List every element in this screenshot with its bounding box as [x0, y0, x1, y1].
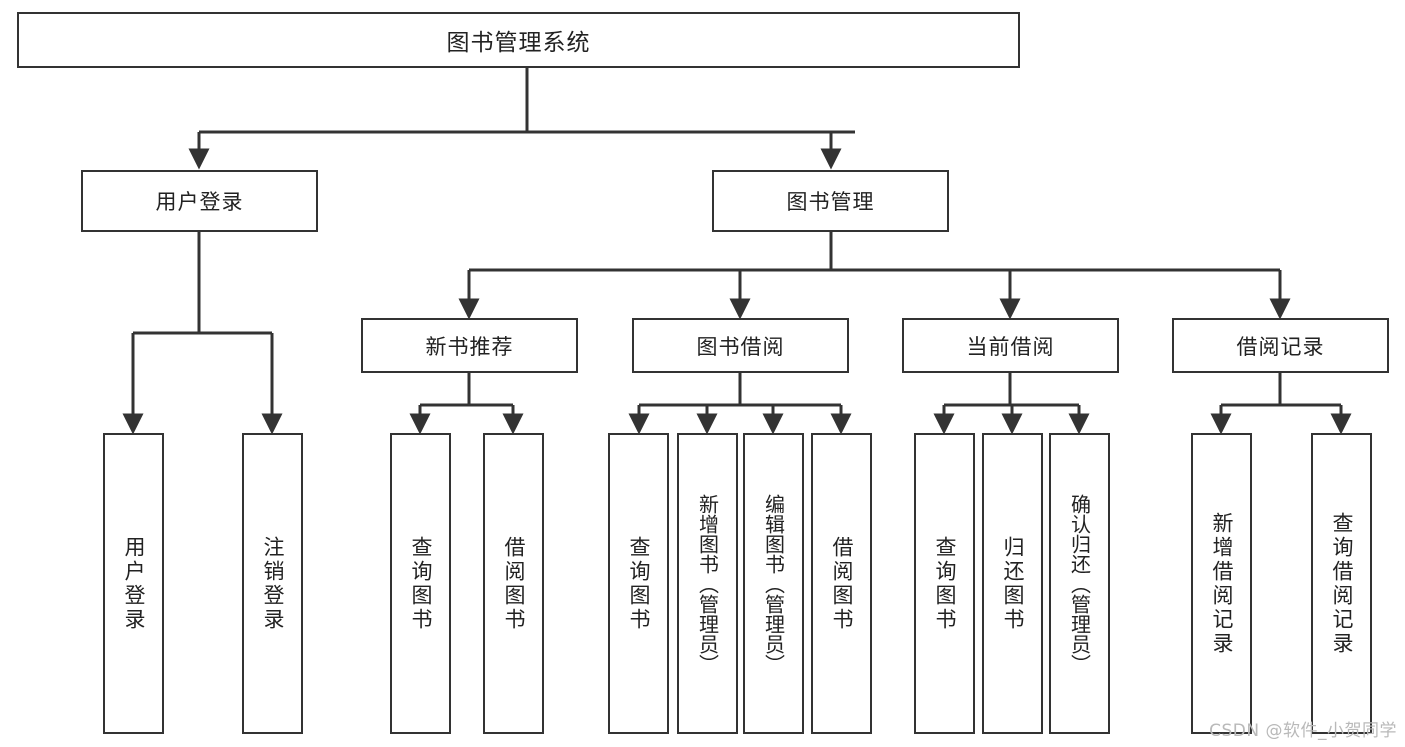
node-leaf-user-login-label: 用户登录 [122, 535, 146, 632]
node-user-login-label: 用户登录 [155, 190, 244, 214]
node-leaf-return-book[interactable]: 归还图书 [982, 433, 1043, 734]
node-root-label: 图书管理系统 [446, 30, 591, 56]
node-leaf-query-book-1[interactable]: 查询图书 [390, 433, 451, 734]
node-leaf-borrow-book-1-label: 借阅图书 [502, 535, 526, 632]
node-book-borrow[interactable]: 图书借阅 [632, 318, 849, 373]
node-leaf-query-borrow-record[interactable]: 查询借阅记录 [1311, 433, 1372, 734]
node-leaf-query-book-1-label: 查询图书 [409, 535, 433, 632]
node-leaf-query-borrow-record-label: 查询借阅记录 [1330, 511, 1354, 656]
node-leaf-edit-book-admin-label: 编辑图书（管理员） [761, 493, 786, 674]
node-book-borrow-label: 图书借阅 [696, 334, 785, 359]
node-leaf-query-book-3[interactable]: 查询图书 [914, 433, 975, 734]
node-book-manage[interactable]: 图书管理 [712, 170, 949, 232]
node-leaf-edit-book-admin[interactable]: 编辑图书（管理员） [743, 433, 804, 734]
node-leaf-borrow-book-2[interactable]: 借阅图书 [811, 433, 872, 734]
node-leaf-query-book-2-label: 查询图书 [627, 535, 651, 632]
node-leaf-borrow-book-1[interactable]: 借阅图书 [483, 433, 544, 734]
node-leaf-confirm-return-admin[interactable]: 确认归还（管理员） [1049, 433, 1110, 734]
node-leaf-add-borrow-record-label: 新增借阅记录 [1210, 511, 1234, 656]
node-borrow-record[interactable]: 借阅记录 [1172, 318, 1389, 373]
node-root[interactable]: 图书管理系统 [17, 12, 1020, 68]
node-leaf-logout-login[interactable]: 注销登录 [242, 433, 303, 734]
node-user-login[interactable]: 用户登录 [81, 170, 318, 232]
node-leaf-query-book-3-label: 查询图书 [933, 535, 957, 632]
node-leaf-logout-login-label: 注销登录 [261, 535, 285, 632]
node-borrow-record-label: 借阅记录 [1236, 334, 1325, 359]
node-new-book-recommend[interactable]: 新书推荐 [361, 318, 578, 373]
node-leaf-borrow-book-2-label: 借阅图书 [830, 535, 854, 632]
node-leaf-user-login[interactable]: 用户登录 [103, 433, 164, 734]
node-leaf-add-book-admin-label: 新增图书（管理员） [695, 493, 720, 674]
node-current-borrow-label: 当前借阅 [966, 334, 1055, 359]
node-leaf-add-borrow-record[interactable]: 新增借阅记录 [1191, 433, 1252, 734]
node-leaf-return-book-label: 归还图书 [1001, 535, 1025, 632]
watermark-text: CSDN @软件_小贺同学 [1209, 721, 1397, 741]
node-current-borrow[interactable]: 当前借阅 [902, 318, 1119, 373]
node-new-book-recommend-label: 新书推荐 [425, 334, 514, 359]
node-leaf-add-book-admin[interactable]: 新增图书（管理员） [677, 433, 738, 734]
node-leaf-query-book-2[interactable]: 查询图书 [608, 433, 669, 734]
node-book-manage-label: 图书管理 [786, 190, 875, 214]
node-leaf-confirm-return-admin-label: 确认归还（管理员） [1067, 493, 1092, 674]
